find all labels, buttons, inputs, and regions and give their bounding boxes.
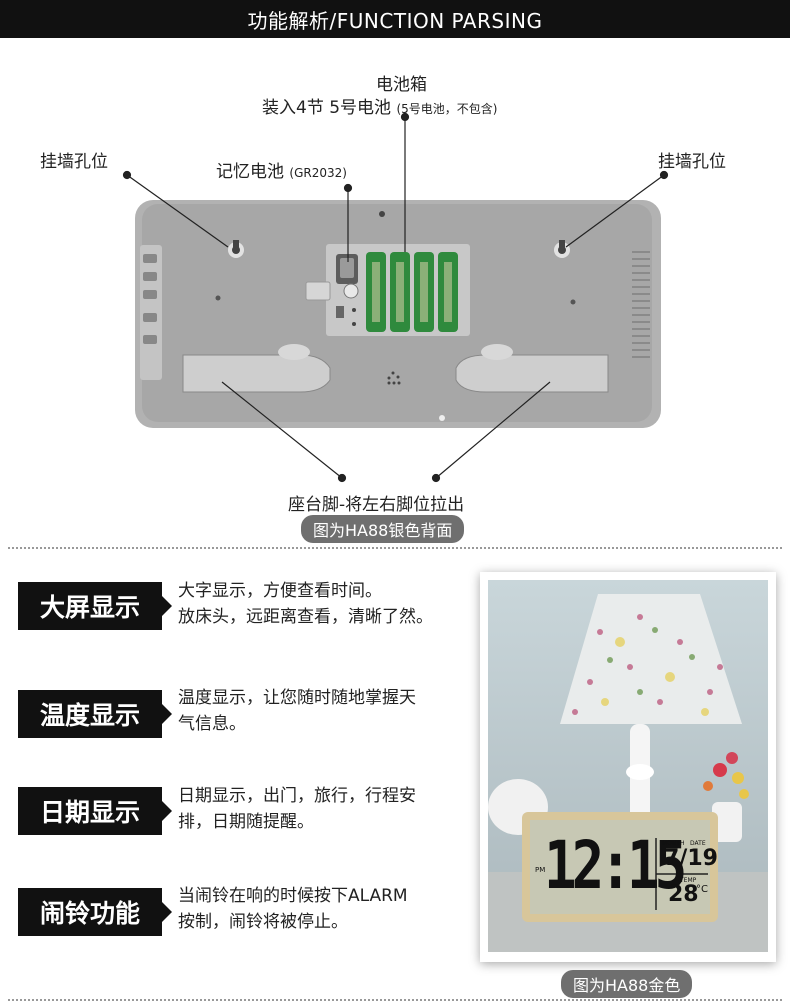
memory-battery-label: 记忆电池 (GR2032) <box>216 157 347 182</box>
battery-box-title: 电池箱 <box>376 75 427 95</box>
callout-lines <box>122 112 669 483</box>
battery-box-note: (5号电池，不包含) <box>396 102 498 116</box>
clock-lcd <box>530 820 710 914</box>
clock-month-label: MONTH <box>662 840 685 847</box>
aa-batteries <box>366 252 458 332</box>
feature-desc-date: 日期显示，出门，旅行，行程安 排，日期随提醒。 <box>178 783 478 835</box>
feature-tag-alarm: 闹铃功能 <box>18 888 172 936</box>
feature-desc-large-display: 大字显示，方便查看时间。 放床头，远距离查看，清晰了然。 <box>178 578 478 630</box>
feature-desc-line: 放床头，远距离查看，清晰了然。 <box>178 607 433 627</box>
feature-tag-date: 日期显示 <box>18 787 172 835</box>
lamp-shade <box>560 594 742 724</box>
section-title: 功能解析/FUNCTION PARSING <box>247 8 543 33</box>
feature-desc-alarm: 当闹铃在响的时候按下ALARM 按制，闹铃将被停止。 <box>178 883 478 935</box>
hanging-hole-left-icon <box>228 240 244 258</box>
divider-bottom <box>8 999 782 1001</box>
battery-box-text: 装入4节 5号电池 <box>262 98 392 118</box>
feature-desc-line: 排，日期随提醒。 <box>178 812 314 832</box>
clock-pm-indicator: PM <box>535 866 546 874</box>
button-strip <box>140 245 162 380</box>
hanging-hole-left-label: 挂墙孔位 <box>40 152 108 172</box>
product-photo-frame: PM 12:15 MONTH DATE 7/19 TEMP 28 °C <box>480 572 776 962</box>
hanging-hole-right-label: 挂墙孔位 <box>658 152 726 172</box>
vent-grille <box>632 251 650 358</box>
speaker-holes <box>387 371 401 385</box>
flowers <box>703 752 749 799</box>
clock-back-illustration <box>122 112 669 483</box>
feature-desc-line: 气信息。 <box>178 714 246 734</box>
memory-battery-text: 记忆电池 <box>216 162 284 182</box>
stand-foot-right <box>455 354 609 393</box>
divider-top <box>8 547 782 549</box>
feature-desc-line: 大字显示，方便查看时间。 <box>178 581 382 601</box>
feature-desc-line: 当闹铃在响的时候按下ALARM <box>178 886 408 906</box>
feature-desc-temperature: 温度显示，让您随时随地掌握天 气信息。 <box>178 685 478 737</box>
stand-feet-label: 座台脚-将左右脚位拉出 <box>288 495 465 515</box>
feature-desc-line: 按制，闹铃将被停止。 <box>178 912 348 932</box>
stand-foot-left <box>182 354 331 393</box>
clock-temp-label: TEMP <box>680 877 697 884</box>
feature-tag-temperature: 温度显示 <box>18 690 172 738</box>
feature-desc-line: 温度显示，让您随时随地掌握天 <box>178 688 416 708</box>
section-header: 功能解析/FUNCTION PARSING <box>0 0 790 38</box>
product-photo <box>488 580 768 952</box>
clock-temp-value: 28 <box>668 882 699 907</box>
memory-battery-model: (GR2032) <box>289 166 347 180</box>
hanging-hole-right-icon <box>554 240 570 258</box>
clock-time: 12:15 <box>544 827 687 904</box>
feature-desc-line: 日期显示，出门，旅行，行程安 <box>178 786 416 806</box>
flower-vase <box>712 802 742 842</box>
clock-temp-unit: °C <box>696 884 708 895</box>
battery-box-line: 装入4节 5号电池 (5号电池，不包含) <box>262 93 497 118</box>
clock-date-label: DATE <box>690 840 706 847</box>
clock-date-value: 7/19 <box>664 846 718 871</box>
product-photo-caption: 图为HA88金色 <box>561 970 693 998</box>
back-view-caption: 图为HA88银色背面 <box>301 515 465 543</box>
feature-tag-large-display: 大屏显示 <box>18 582 172 630</box>
